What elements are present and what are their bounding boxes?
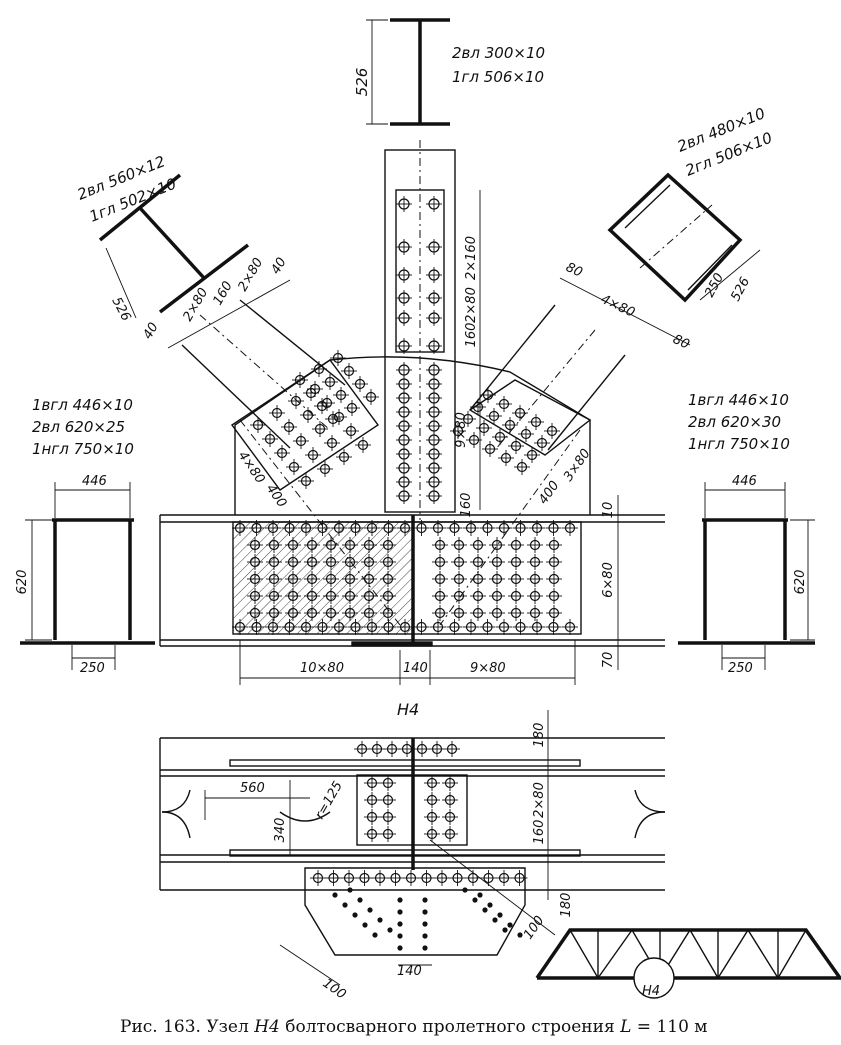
bolt-dot (372, 932, 378, 938)
bolt-dot (397, 921, 403, 927)
chord-dimensions: 10×80 140 9×80 10 6×80 70 (239, 495, 619, 685)
right-chord-spec-1: 1вгл 446×10 (688, 391, 789, 409)
dim-left-40b: 40 (268, 255, 289, 277)
bolt-dot (487, 902, 493, 908)
right-chord-spec-3: 1нгл 750×10 (688, 435, 790, 453)
dim-chord-6x80: 6×80 (601, 562, 616, 598)
dim-bottom-10x80: 10×80 (300, 661, 344, 676)
bolt-dot (422, 921, 428, 927)
left-chord-spec-2: 2вл 620×25 (32, 418, 125, 436)
bolt-dot (422, 897, 428, 903)
dim-bottom-9x80: 9×80 (470, 661, 506, 676)
plan-dim-560: 560 (240, 781, 265, 796)
bolt-dot (352, 912, 358, 918)
bolt-dot (507, 922, 513, 928)
caption-prefix: Рис. 163. Узел (120, 1017, 254, 1037)
dim-right-80a: 80 (563, 260, 584, 281)
node-label: Н4 (397, 700, 419, 719)
top-section-height: 526 (353, 68, 371, 97)
bolt-dot (492, 917, 498, 923)
right-diagonal-section: 2вл 480×10 2гл 506×10 250 526 (607, 104, 775, 304)
bolt-dot (397, 897, 403, 903)
plan-dim-180b: 180 (559, 893, 574, 918)
plan-dim-180a: 180 (532, 723, 547, 748)
caption-span-var: L (619, 1017, 631, 1037)
bolt-dot (422, 933, 428, 939)
bolt-dot (397, 909, 403, 915)
plan-view: 560 r=125 340 180 2×80 160 180 100 100 1… (159, 710, 666, 1003)
right-chord-spec-2: 2вл 620×30 (688, 413, 781, 431)
dim-left-160: 160 (210, 279, 235, 308)
bolt-dot (477, 892, 483, 898)
truss-node-mark: Н4 (642, 984, 660, 999)
dim-left-2x80b: 2×80 (235, 256, 266, 294)
bolt-dot (422, 945, 428, 951)
plan-dim-100a: 100 (521, 913, 548, 942)
dim-right-3x80: 3×80 (561, 446, 594, 484)
dim-vert-2x160: 2×160 (464, 236, 479, 280)
bolt-dot (387, 927, 393, 933)
gusset-plate (181, 299, 626, 515)
left-chord-spec-3: 1нгл 750×10 (32, 440, 134, 458)
bolt-dot (502, 927, 508, 933)
dim-vert-160b: 160 (459, 493, 474, 518)
bolt-holes (232, 196, 578, 951)
plan-dim-100b: 100 (320, 976, 349, 1003)
dim-vert-160a: 160 (464, 323, 479, 348)
left-chord-section: 1вгл 446×10 2вл 620×25 1нгл 750×10 446 6… (15, 396, 155, 676)
bolt-dot (357, 897, 363, 903)
figure-caption: Рис. 163. Узел Н4 болтосварного пролетно… (120, 1017, 708, 1037)
right-box-height: 620 (793, 570, 808, 595)
dim-left-40a: 40 (140, 320, 161, 342)
dim-right-80b: 80 (670, 332, 691, 353)
bolt-dot (462, 887, 468, 893)
right-box-width: 446 (732, 474, 757, 489)
dim-right-400: 400 (536, 478, 563, 507)
plan-dim-r125: r=125 (312, 779, 346, 822)
dim-right-4x80: 4×80 (598, 292, 637, 321)
bolt-dot (362, 922, 368, 928)
plan-dim-340: 340 (273, 818, 288, 843)
right-chord-section: 1вгл 446×10 2вл 620×30 1нгл 750×10 446 6… (678, 391, 815, 676)
left-box-bottom: 250 (80, 661, 105, 676)
bolt-dot (472, 897, 478, 903)
dim-bottom-140: 140 (403, 661, 428, 676)
caption-span-value: = 110 м (631, 1017, 707, 1037)
right-diag-height: 526 (728, 275, 753, 304)
bolt-dot (422, 909, 428, 915)
top-section-spec-2: 1гл 506×10 (452, 68, 544, 86)
bolt-dot (347, 887, 353, 893)
dim-vert-9x80: 9×80 (454, 412, 469, 448)
top-section-spec-1: 2вл 300×10 (452, 44, 545, 62)
plan-dim-140: 140 (397, 964, 422, 979)
bolt-dot (482, 907, 488, 913)
dim-vert-2x80: 2×80 (464, 287, 479, 323)
right-box-bottom: 250 (728, 661, 753, 676)
bolt-dot (397, 945, 403, 951)
bolt-dot (367, 907, 373, 913)
bolt-dot (397, 933, 403, 939)
bolt-dot (342, 902, 348, 908)
left-diag-height: 526 (108, 295, 133, 324)
plan-dim-2x80: 2×80 (532, 782, 547, 818)
plan-dim-160: 160 (532, 820, 547, 845)
top-vertical-section: 526 2вл 300×10 1гл 506×10 (353, 18, 545, 126)
left-box-height: 620 (15, 570, 30, 595)
bolt-dot (497, 912, 503, 918)
right-diagonal-dimensions: 80 4×80 80 400 3×80 (536, 260, 692, 507)
bolt-dot (332, 892, 338, 898)
dim-chord-10: 10 (601, 502, 616, 519)
left-chord-spec-1: 1вгл 446×10 (32, 396, 133, 414)
truss-schematic: Н4 (535, 928, 841, 999)
dim-left-4x80: 4×80 (235, 449, 268, 487)
bolt-dot (377, 917, 383, 923)
caption-middle: болтосварного пролетного строения (280, 1017, 620, 1037)
caption-node: Н4 (253, 1017, 280, 1037)
dim-chord-70: 70 (601, 652, 616, 669)
truss-node-marker (633, 957, 675, 999)
bolt-dot (517, 932, 523, 938)
left-box-width: 446 (82, 474, 107, 489)
